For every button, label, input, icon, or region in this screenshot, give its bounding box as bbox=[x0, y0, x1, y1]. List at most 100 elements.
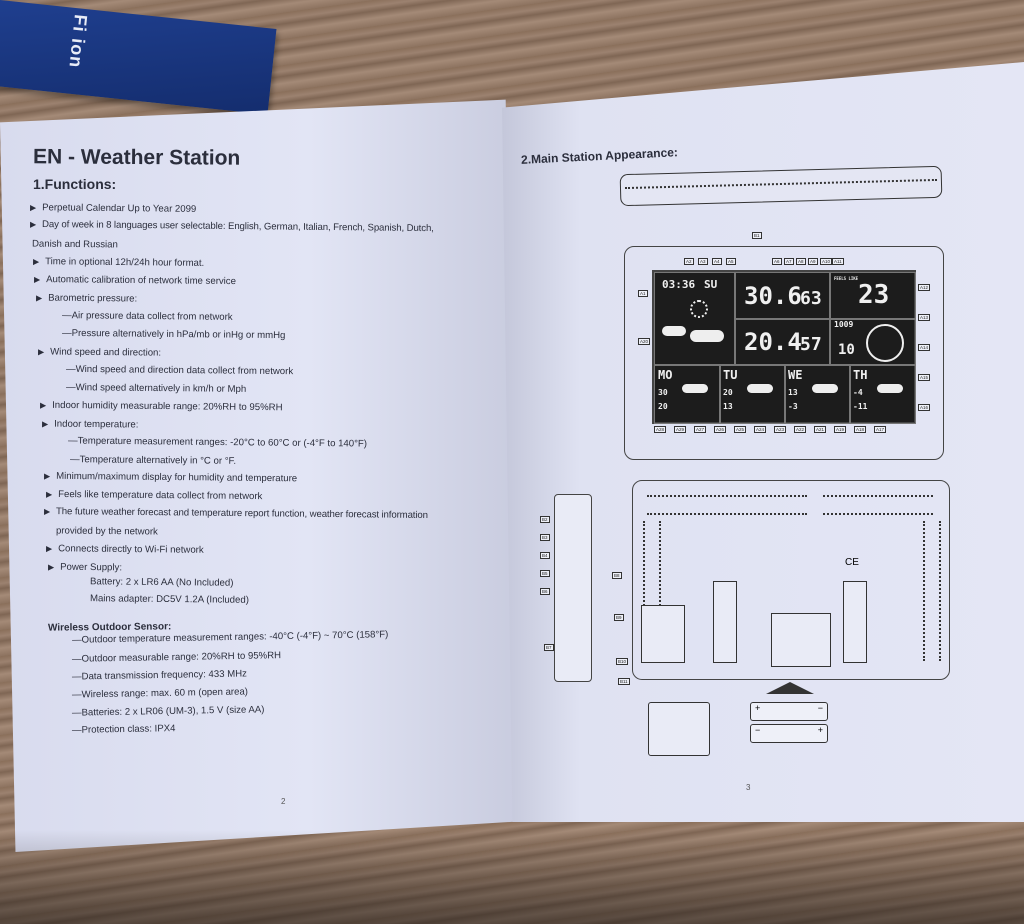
station-top-view bbox=[619, 165, 943, 207]
forecast-day: MO bbox=[658, 368, 673, 382]
section-heading: 1.Functions: bbox=[33, 176, 117, 192]
function-item: Power Supply: bbox=[48, 562, 122, 574]
callout-label: B9 bbox=[614, 614, 624, 621]
forecast-high: 30 bbox=[658, 388, 668, 397]
forecast-low: -3 bbox=[788, 402, 798, 411]
callout-label: A26 bbox=[714, 426, 727, 433]
callout-label: B10 bbox=[616, 658, 629, 665]
function-item: provided by the network bbox=[55, 525, 158, 538]
function-item: Feels like temperature data collect from… bbox=[46, 489, 262, 502]
lcd-feels-like: 23 bbox=[858, 280, 890, 310]
function-item: Indoor temperature: bbox=[42, 418, 138, 431]
station-back-view: CE bbox=[632, 480, 950, 680]
callout-label: B8 bbox=[612, 572, 622, 579]
label-b1: B1 bbox=[752, 232, 762, 239]
function-item: Connects directly to Wi-Fi network bbox=[46, 543, 204, 556]
function-item: Wind speed and direction data collect fr… bbox=[66, 364, 294, 377]
callout-label: A4 bbox=[712, 258, 722, 265]
callout-label: A9 bbox=[808, 258, 818, 265]
callout-label: B4 bbox=[540, 552, 550, 559]
lcd-humidity-second: 57 bbox=[800, 334, 822, 355]
booklet-text: Fi ion bbox=[65, 13, 91, 70]
function-item: Mains adapter: DC5V 1.2A (Included) bbox=[89, 593, 249, 606]
callout-label: A10 bbox=[820, 258, 833, 265]
lcd-wind: 10 bbox=[838, 342, 855, 358]
callout-label: A19 bbox=[834, 426, 847, 433]
battery-cover bbox=[648, 702, 710, 756]
lcd-pressure: 1009 bbox=[834, 320, 854, 329]
right-page-number: 3 bbox=[746, 783, 751, 792]
callout-label: A17 bbox=[874, 426, 887, 433]
callout-label: A28 bbox=[654, 426, 667, 433]
forecast-high: 13 bbox=[788, 388, 798, 397]
lcd-temp-main: 30.6 bbox=[744, 282, 802, 310]
callout-label: A18 bbox=[854, 426, 867, 433]
cloud-icon bbox=[682, 384, 708, 393]
callout-label: A29 bbox=[674, 426, 687, 433]
function-item: Wind speed alternatively in km/h or Mph bbox=[66, 382, 247, 395]
left-page-number: 2 bbox=[281, 797, 286, 806]
forecast-day: TU bbox=[723, 368, 738, 382]
lcd-time: 03:36 bbox=[662, 278, 696, 291]
callout-label: B6 bbox=[540, 588, 550, 595]
forecast-high: 20 bbox=[723, 388, 733, 397]
battery-1: +− bbox=[750, 702, 828, 721]
station-side-view bbox=[554, 494, 592, 682]
callout-label: A22 bbox=[794, 426, 807, 433]
callout-label: A11 bbox=[832, 258, 844, 265]
lcd-humidity-main: 63 bbox=[800, 288, 822, 309]
callout-label: B11 bbox=[618, 678, 630, 685]
callout-label: A24 bbox=[754, 426, 767, 433]
callout-label: A7 bbox=[784, 258, 794, 265]
callout-label: A5 bbox=[726, 258, 736, 265]
lcd-display: 03:36 SU 30.6 63 20.4 57 FEELS LIKE 23 1… bbox=[652, 270, 916, 424]
lcd-feels-like-label: FEELS LIKE bbox=[834, 276, 859, 281]
forecast-low: 13 bbox=[723, 402, 733, 411]
callout-label: A6 bbox=[772, 258, 782, 265]
callout-label: A2 bbox=[684, 258, 694, 265]
function-item: Pressure alternatively in hPa/mb or inHg… bbox=[62, 328, 286, 341]
sun-icon bbox=[690, 300, 708, 318]
callout-label: A15 bbox=[918, 374, 931, 381]
cloud-icon bbox=[877, 384, 903, 393]
function-item: Barometric pressure: bbox=[36, 292, 137, 305]
callout-label: B2 bbox=[540, 516, 550, 523]
cloud-icon bbox=[662, 326, 686, 336]
function-item: Wind speed and direction: bbox=[38, 346, 161, 358]
function-item: Perpetual Calendar Up to Year 2099 bbox=[30, 202, 196, 215]
forecast-day: TH bbox=[853, 368, 868, 382]
function-item: Danish and Russian bbox=[31, 238, 118, 251]
forecast-low: 20 bbox=[658, 402, 668, 411]
callout-label: A25 bbox=[734, 426, 747, 433]
callout-label: A23 bbox=[774, 426, 787, 433]
callout-label: B3 bbox=[540, 534, 550, 541]
battery-2: −+ bbox=[750, 724, 828, 743]
forecast-high: -4 bbox=[853, 388, 863, 397]
callout-label: A13 bbox=[918, 314, 931, 321]
station-front-frame bbox=[624, 246, 944, 460]
ce-mark: CE bbox=[845, 557, 859, 568]
callout-label: B7 bbox=[544, 644, 554, 651]
forecast-day: WE bbox=[788, 368, 803, 382]
function-item: Temperature alternatively in °C or °F. bbox=[70, 454, 237, 467]
sensor-heading: Wireless Outdoor Sensor: bbox=[47, 621, 172, 634]
forecast-low: -11 bbox=[853, 402, 868, 411]
function-item: Air pressure data collect from network bbox=[62, 310, 233, 323]
callout-label: A14 bbox=[918, 344, 931, 351]
callout-label: A16 bbox=[918, 404, 931, 411]
table-shadow bbox=[0, 830, 1024, 924]
compass-icon bbox=[866, 324, 904, 362]
callout-label: A12 bbox=[918, 284, 931, 291]
callout-label: A27 bbox=[694, 426, 707, 433]
lcd-temp-second: 20.4 bbox=[744, 328, 802, 356]
callout-label: A21 bbox=[814, 426, 827, 433]
function-item: Battery: 2 x LR6 AA (No Included) bbox=[89, 576, 234, 589]
callout-label: A20 bbox=[638, 338, 651, 345]
arrow-up-icon bbox=[766, 682, 814, 694]
sensor-item: Protection class: IPX4 bbox=[72, 723, 176, 736]
callout-label: A3 bbox=[698, 258, 708, 265]
callout-label: A1 bbox=[638, 290, 648, 297]
lcd-day: SU bbox=[704, 278, 718, 291]
callout-label: B5 bbox=[540, 570, 550, 577]
cloud-icon bbox=[747, 384, 773, 393]
